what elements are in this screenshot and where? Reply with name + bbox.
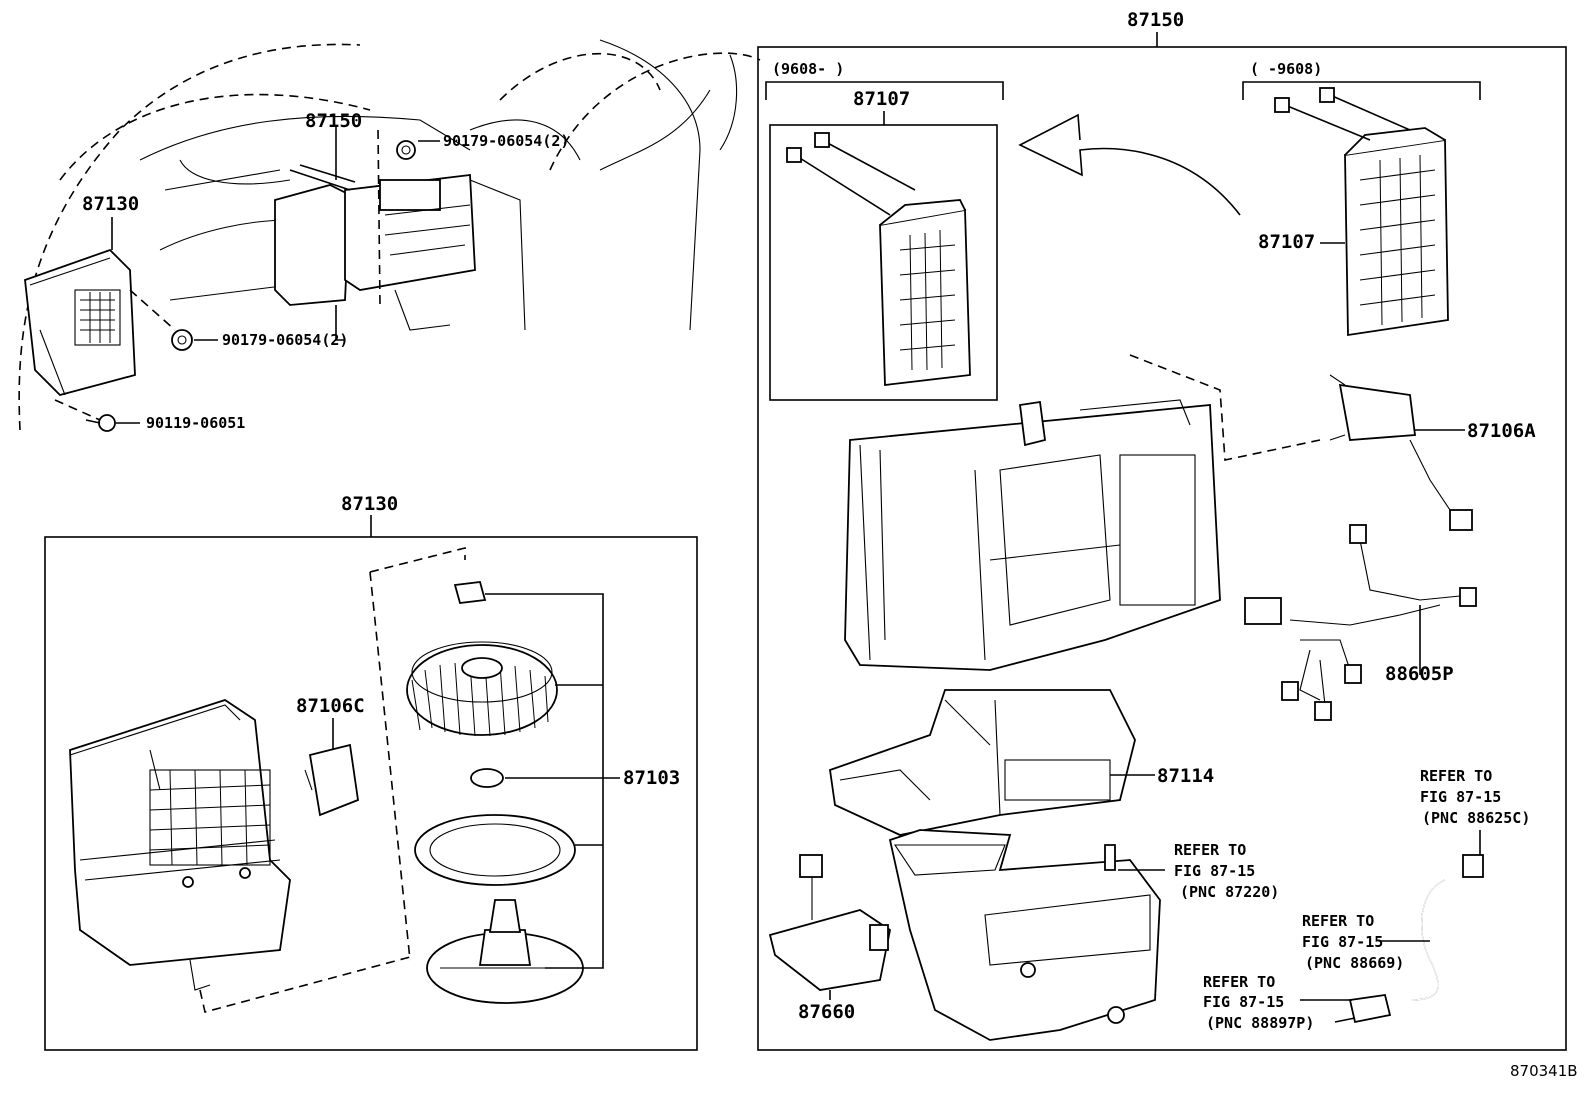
- label-amplifier: 87660: [798, 1001, 855, 1023]
- label-core-new: 87107: [853, 88, 910, 110]
- ref-4-line2: FIG 87-15: [1203, 993, 1284, 1011]
- label-blower-box: 87130: [341, 493, 398, 515]
- label-case: 87114: [1157, 765, 1214, 787]
- fan-gasket: [414, 814, 576, 886]
- heater-unit-small: [274, 164, 476, 331]
- ref-3-line3: (PNC 88669): [1305, 954, 1404, 972]
- heater-assembly-box: [757, 46, 1567, 1051]
- amplifier: [768, 854, 892, 991]
- nut-icon-mid: [171, 329, 193, 351]
- label-range-new: (9608- ): [772, 60, 844, 78]
- label-range-old: ( -9608): [1250, 60, 1322, 78]
- blower-assembly-box: [44, 536, 698, 1051]
- ref-1-line1: REFER TO: [1174, 841, 1246, 859]
- label-servo-a: 87106A: [1467, 420, 1536, 442]
- label-nut-top: 90179-06054(2): [443, 132, 569, 150]
- servo-motor-c: [304, 743, 359, 817]
- core-new-box: [769, 124, 998, 401]
- ref-2-line3: (PNC 88625C): [1422, 809, 1530, 827]
- blower-housing: [69, 699, 291, 991]
- label-blower-motor: 87103: [623, 767, 680, 789]
- ref-3: REFER TO FIG 87-15 (PNC 88669): [1302, 912, 1404, 972]
- heater-core-old: [1274, 87, 1449, 337]
- heater-case: [844, 399, 1221, 671]
- label-core-old: 87107: [1258, 231, 1315, 253]
- air-duct: [829, 689, 1136, 836]
- label-assy-small: 87150: [305, 110, 362, 132]
- screw-icon: [85, 414, 116, 432]
- fan-motor: [426, 899, 584, 1004]
- label-blower-small: 87130: [82, 193, 139, 215]
- label-assy-top: 87150: [1127, 9, 1184, 31]
- ref-4-line3: (PNC 88897P): [1206, 1014, 1314, 1032]
- label-screw: 90119-06051: [146, 414, 245, 432]
- heater-core-new: [786, 132, 971, 387]
- aspirator-hose: [1334, 854, 1484, 1024]
- ref-2: REFER TO FIG 87-15 (PNC 88625C): [1420, 767, 1530, 827]
- ref-4: REFER TO FIG 87-15 (PNC 88897P): [1203, 973, 1314, 1032]
- ref-1-line3: (PNC 87220): [1180, 883, 1279, 901]
- fan-nut: [453, 581, 487, 604]
- servo-motor-a: [1329, 374, 1473, 531]
- label-harness: 88605P: [1385, 663, 1454, 685]
- diagram-id: 870341B: [1510, 1062, 1578, 1080]
- label-servo-c: 87106C: [296, 695, 365, 717]
- ref-2-line1: REFER TO: [1420, 767, 1492, 785]
- nut-icon-top: [396, 140, 416, 160]
- ref-1: REFER TO FIG 87-15 (PNC 87220): [1174, 841, 1279, 901]
- ref-4-line1: REFER TO: [1203, 973, 1275, 991]
- ref-3-line2: FIG 87-15: [1302, 933, 1383, 951]
- label-nut-mid: 90179-06054(2): [222, 331, 348, 349]
- wire-harness: [1244, 524, 1477, 721]
- lower-case: [888, 829, 1161, 1041]
- ref-3-line1: REFER TO: [1302, 912, 1374, 930]
- blower-fan: [406, 641, 558, 737]
- ref-2-line2: FIG 87-15: [1420, 788, 1501, 806]
- ref-1-line2: FIG 87-15: [1174, 862, 1255, 880]
- blower-unit-small: [24, 248, 136, 397]
- fan-washer: [470, 768, 504, 788]
